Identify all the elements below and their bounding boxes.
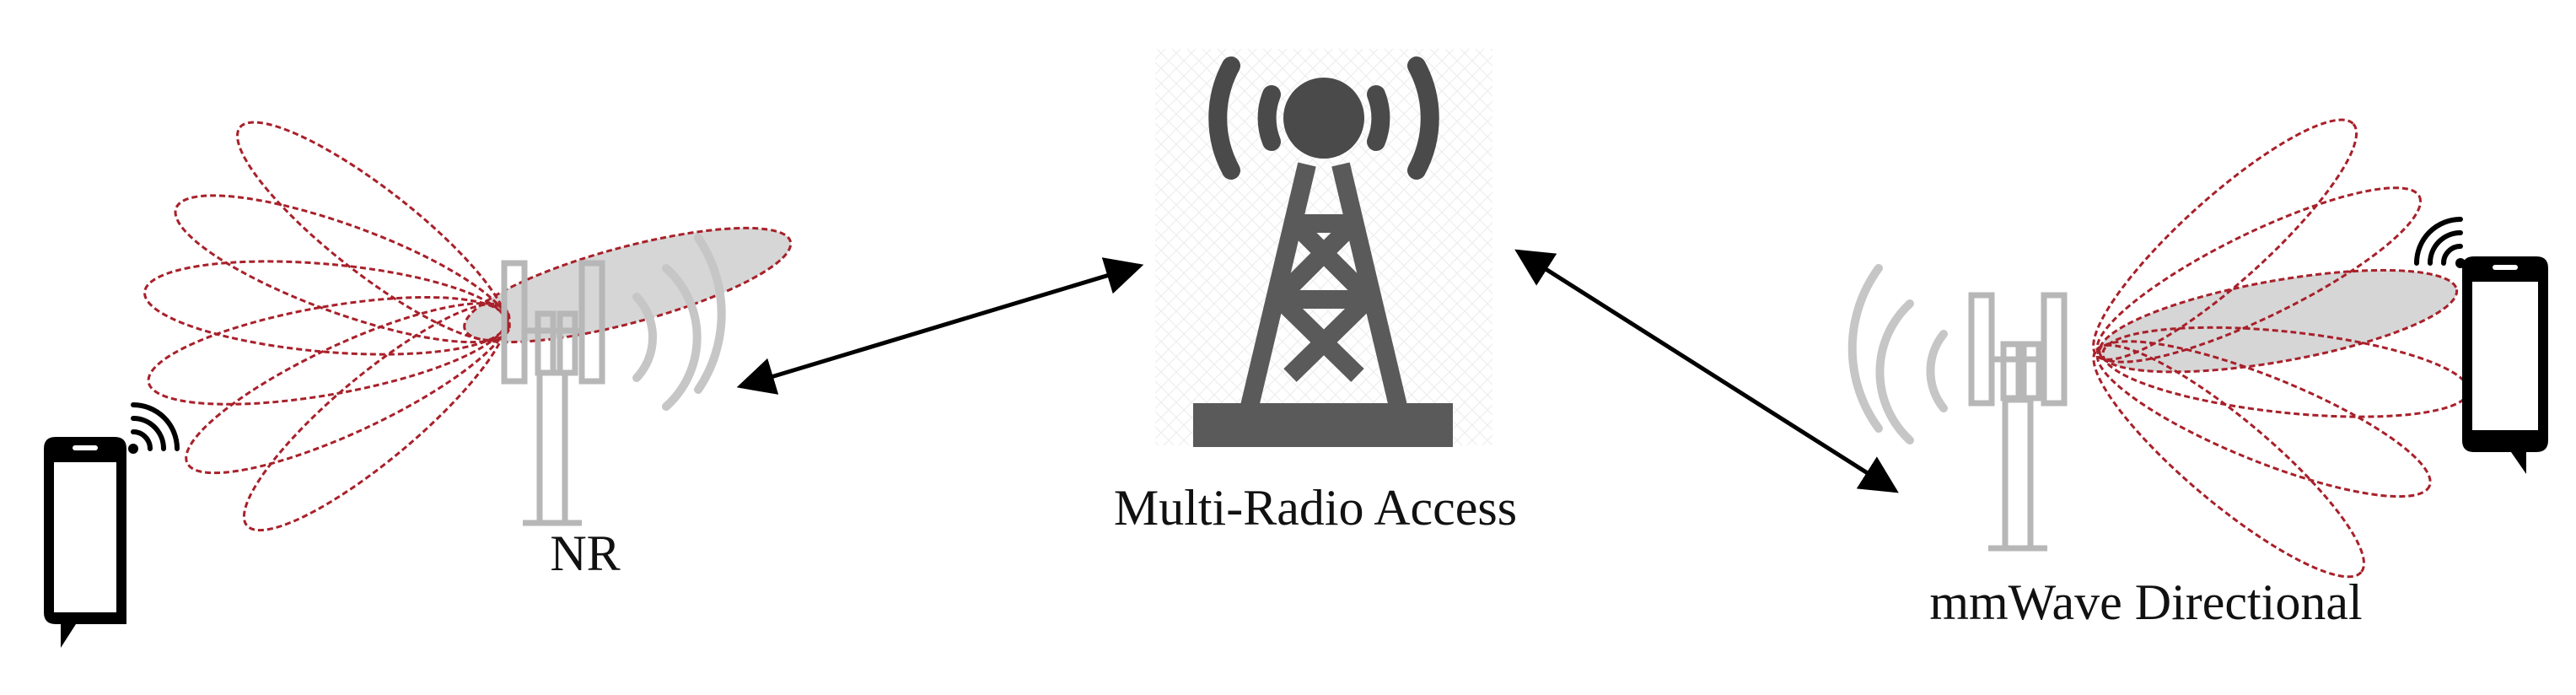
link-nr-to-multi-radio-arrow — [736, 257, 1144, 395]
nr-signal-waves-icon — [632, 234, 726, 411]
left-phone-signal-icon — [128, 402, 180, 454]
multi-radio-label: Multi-Radio Access — [1114, 480, 1517, 536]
link-multi-radio-to-mmwave-arrow — [1514, 249, 1899, 493]
right-phone-smartphone-icon — [2462, 256, 2548, 474]
left-phone-smartphone-icon — [44, 437, 126, 648]
mmwave-label: mmWave Directional — [1929, 574, 2362, 630]
right-phone-signal-icon — [2414, 217, 2466, 268]
mmwave-signal-waves-icon — [1847, 264, 1948, 444]
mmwave-antenna-mast-icon — [1968, 292, 2068, 552]
nr-antenna-mast-icon — [501, 260, 605, 526]
nr-label: NR — [550, 525, 620, 581]
nr-beam-pattern — [143, 121, 793, 532]
mmwave-highlighted-beam — [2098, 268, 2459, 374]
multi-radio-tower-icon — [1193, 57, 1453, 447]
mmwave-beam-pattern — [2092, 118, 2471, 579]
